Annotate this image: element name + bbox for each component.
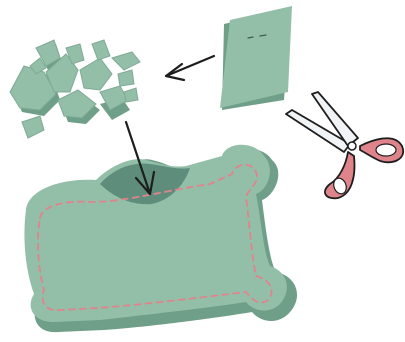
felt-sheet-body <box>220 6 292 108</box>
felt-sheet <box>220 6 292 110</box>
scissors-pivot <box>348 142 356 150</box>
felt-cushion <box>24 145 297 332</box>
arrow-sheet-to-scraps <box>166 56 214 80</box>
arrow-shaft <box>166 56 214 76</box>
felt-scraps-pile <box>10 40 140 138</box>
scissors <box>286 92 403 198</box>
scissors-handle-right-hole <box>376 144 396 156</box>
scrap-pieces <box>10 40 140 138</box>
